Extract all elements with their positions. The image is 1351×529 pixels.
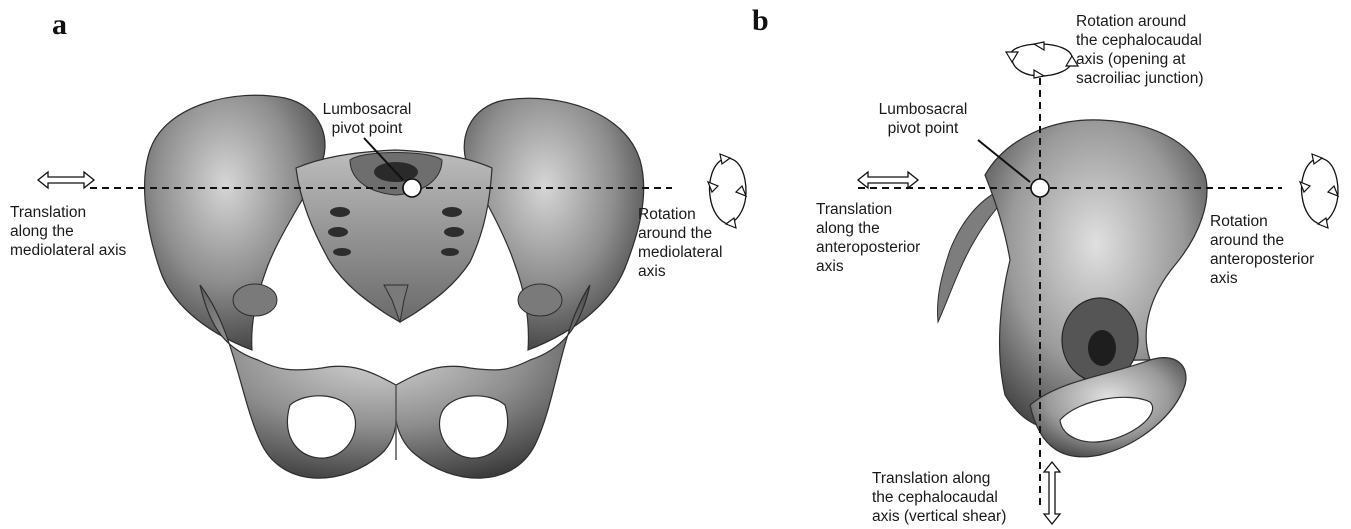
rotation-mediolateral-label: Rotation around the mediolateral axis: [638, 205, 758, 281]
double-arrow-vertical-icon: [1044, 462, 1060, 524]
rotation-anteroposterior-label: Rotation around the anteroposterior axis: [1210, 212, 1340, 288]
translation-cephalocaudal-label: Translation along the cephalocaudal axis…: [872, 469, 1042, 526]
panel-label-b: b: [752, 6, 769, 36]
translation-anteroposterior-label: Translation along the anteroposterior ax…: [816, 200, 956, 276]
left-obturator-foramen: [287, 396, 355, 458]
double-arrow-horizontal-icon: [38, 172, 94, 188]
lumbosacral-pivot-point-a: [403, 179, 421, 197]
rotation-cephalocaudal-label: Rotation around the cephalocaudal axis (…: [1076, 12, 1266, 88]
lumbosacral-pivot-point-b: [1031, 179, 1049, 197]
panel-label-a: a: [52, 10, 67, 40]
pivot-point-label-a: Lumbosacral pivot point: [312, 100, 422, 138]
pelvis-anterior-view: [145, 95, 644, 478]
rotation-circle-icon: [1006, 42, 1078, 78]
right-obturator-foramen: [439, 396, 507, 458]
double-arrow-horizontal-icon: [858, 172, 918, 188]
pivot-point-label-b: Lumbosacral pivot point: [868, 100, 978, 138]
hip-bone-lateral-view: [938, 120, 1207, 457]
translation-mediolateral-label: Translation along the mediolateral axis: [10, 203, 180, 260]
